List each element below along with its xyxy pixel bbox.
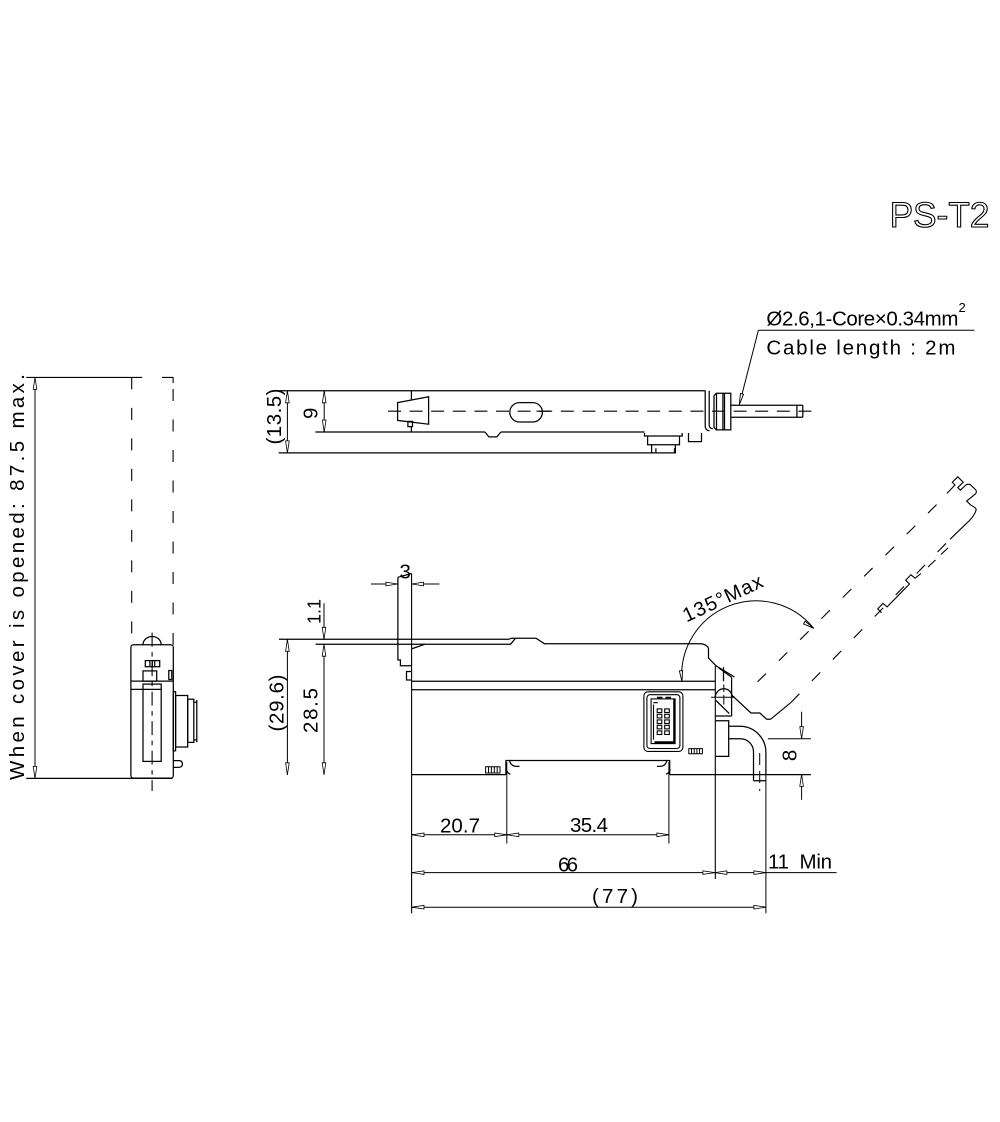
svg-text:(29.6): (29.6) <box>266 675 289 732</box>
svg-text:When cover is opened: 87.5 max: When cover is opened: 87.5 max. <box>6 374 29 780</box>
svg-text:28.5: 28.5 <box>300 688 323 733</box>
svg-text:Cable length : 2m: Cable length : 2m <box>766 337 955 360</box>
svg-text:8: 8 <box>779 750 802 761</box>
svg-text:(13.5): (13.5) <box>263 389 286 445</box>
svg-text:Ø2.6,1-Core×0.34mm: Ø2.6,1-Core×0.34mm <box>766 308 958 331</box>
svg-text:2: 2 <box>959 300 966 315</box>
svg-text:3: 3 <box>400 560 411 583</box>
svg-text:(77): (77) <box>592 885 638 908</box>
svg-text:20.7: 20.7 <box>440 815 480 838</box>
svg-text:PS-T2: PS-T2 <box>890 196 990 235</box>
svg-text:66: 66 <box>558 854 578 877</box>
svg-text:135°Max: 135°Max <box>679 571 766 627</box>
svg-text:35.4: 35.4 <box>570 814 608 837</box>
svg-text:9: 9 <box>300 408 323 419</box>
svg-text:11 Min: 11 Min <box>768 851 832 874</box>
svg-text:1.1: 1.1 <box>305 599 325 624</box>
